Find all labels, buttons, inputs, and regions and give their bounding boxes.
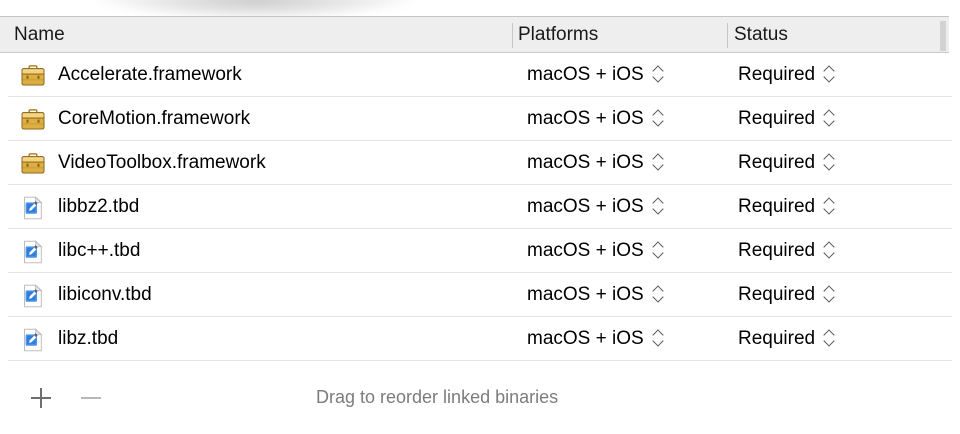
table-row[interactable]: libc++.tbd macOS + iOS Required	[0, 229, 960, 273]
status-popup-button[interactable]: Required	[738, 97, 837, 141]
status-value: Required	[738, 284, 816, 305]
table-footer-toolbar: Drag to reorder linked binaries	[0, 373, 960, 434]
platforms-value: macOS + iOS	[527, 152, 644, 173]
status-value: Required	[738, 152, 816, 173]
platforms-value: macOS + iOS	[527, 284, 644, 305]
status-popup-button[interactable]: Required	[738, 141, 837, 185]
platforms-popup-button[interactable]: macOS + iOS	[527, 97, 666, 141]
chevron-up-down-icon[interactable]	[824, 197, 837, 215]
platforms-popup-button[interactable]: macOS + iOS	[527, 273, 666, 317]
row-separator	[8, 140, 952, 141]
platforms-value: macOS + iOS	[527, 240, 644, 261]
chevron-up-down-icon[interactable]	[824, 329, 837, 347]
chevron-up-down-icon[interactable]	[653, 109, 666, 127]
binary-name-label: libz.tbd	[58, 328, 119, 349]
tbd-document-icon	[20, 284, 46, 308]
status-popup-button[interactable]: Required	[738, 273, 837, 317]
chevron-up-down-icon[interactable]	[653, 197, 666, 215]
table-header-row: Name Platforms Status	[0, 16, 949, 53]
tbd-document-icon	[20, 240, 46, 264]
binary-name-label: VideoToolbox.framework	[58, 152, 266, 173]
chevron-up-down-icon[interactable]	[653, 329, 666, 347]
tbd-document-icon	[20, 196, 46, 220]
table-row[interactable]: CoreMotion.framework macOS + iOS Required	[0, 97, 960, 141]
column-divider-platforms[interactable]	[512, 23, 513, 48]
row-separator	[8, 316, 952, 317]
chevron-up-down-icon[interactable]	[653, 241, 666, 259]
binary-name-label: CoreMotion.framework	[58, 108, 251, 129]
table-row[interactable]: Accelerate.framework macOS + iOS Required	[0, 53, 960, 97]
status-value: Required	[738, 64, 816, 85]
platforms-popup-button[interactable]: macOS + iOS	[527, 141, 666, 185]
chevron-up-down-icon[interactable]	[824, 65, 837, 83]
framework-toolbox-icon	[20, 64, 46, 88]
column-header-name[interactable]: Name	[14, 24, 65, 45]
row-separator	[8, 228, 952, 229]
platforms-popup-button[interactable]: macOS + iOS	[527, 53, 666, 97]
platforms-value: macOS + iOS	[527, 196, 644, 217]
remove-binary-button	[79, 386, 103, 410]
row-separator	[8, 96, 952, 97]
scrollbar-nub[interactable]	[940, 21, 946, 51]
platforms-popup-button[interactable]: macOS + iOS	[527, 229, 666, 273]
reorder-hint-text: Drag to reorder linked binaries	[316, 387, 559, 407]
binary-name-label: libc++.tbd	[58, 240, 141, 261]
blur-smudge	[90, 0, 420, 16]
platforms-popup-button[interactable]: macOS + iOS	[527, 317, 666, 361]
binary-name-label: Accelerate.framework	[58, 64, 242, 85]
chevron-up-down-icon[interactable]	[824, 285, 837, 303]
platforms-value: macOS + iOS	[527, 108, 644, 129]
platforms-value: macOS + iOS	[527, 328, 644, 349]
status-value: Required	[738, 240, 816, 261]
binary-name-label: libiconv.tbd	[58, 284, 152, 305]
platforms-popup-button[interactable]: macOS + iOS	[527, 185, 666, 229]
status-popup-button[interactable]: Required	[738, 317, 837, 361]
status-value: Required	[738, 108, 816, 129]
chevron-up-down-icon[interactable]	[824, 109, 837, 127]
table-row[interactable]: libiconv.tbd macOS + iOS Required	[0, 273, 960, 317]
status-popup-button[interactable]: Required	[738, 185, 837, 229]
table-row[interactable]: libbz2.tbd macOS + iOS Required	[0, 185, 960, 229]
add-binary-button[interactable]	[29, 386, 53, 410]
row-separator	[8, 360, 952, 361]
chevron-up-down-icon[interactable]	[824, 241, 837, 259]
chevron-up-down-icon[interactable]	[653, 285, 666, 303]
linked-binaries-table: Name Platforms Status Accelerate.framewo…	[0, 16, 960, 373]
framework-toolbox-icon	[20, 108, 46, 132]
column-header-status[interactable]: Status	[734, 24, 788, 45]
chevron-up-down-icon[interactable]	[653, 65, 666, 83]
framework-toolbox-icon	[20, 152, 46, 176]
status-popup-button[interactable]: Required	[738, 229, 837, 273]
column-divider-status[interactable]	[727, 23, 728, 48]
chevron-up-down-icon[interactable]	[824, 153, 837, 171]
binary-name-label: libbz2.tbd	[58, 196, 140, 217]
tbd-document-icon	[20, 328, 46, 352]
column-header-platforms[interactable]: Platforms	[518, 24, 599, 45]
chevron-up-down-icon[interactable]	[653, 153, 666, 171]
platforms-value: macOS + iOS	[527, 64, 644, 85]
row-separator	[8, 272, 952, 273]
status-value: Required	[738, 196, 816, 217]
status-value: Required	[738, 328, 816, 349]
window-top-shadow-artifact	[0, 0, 960, 16]
status-popup-button[interactable]: Required	[738, 53, 837, 97]
row-separator	[8, 184, 952, 185]
table-row[interactable]: libz.tbd macOS + iOS Required	[0, 317, 960, 361]
table-row[interactable]: VideoToolbox.framework macOS + iOS Require…	[0, 141, 960, 185]
